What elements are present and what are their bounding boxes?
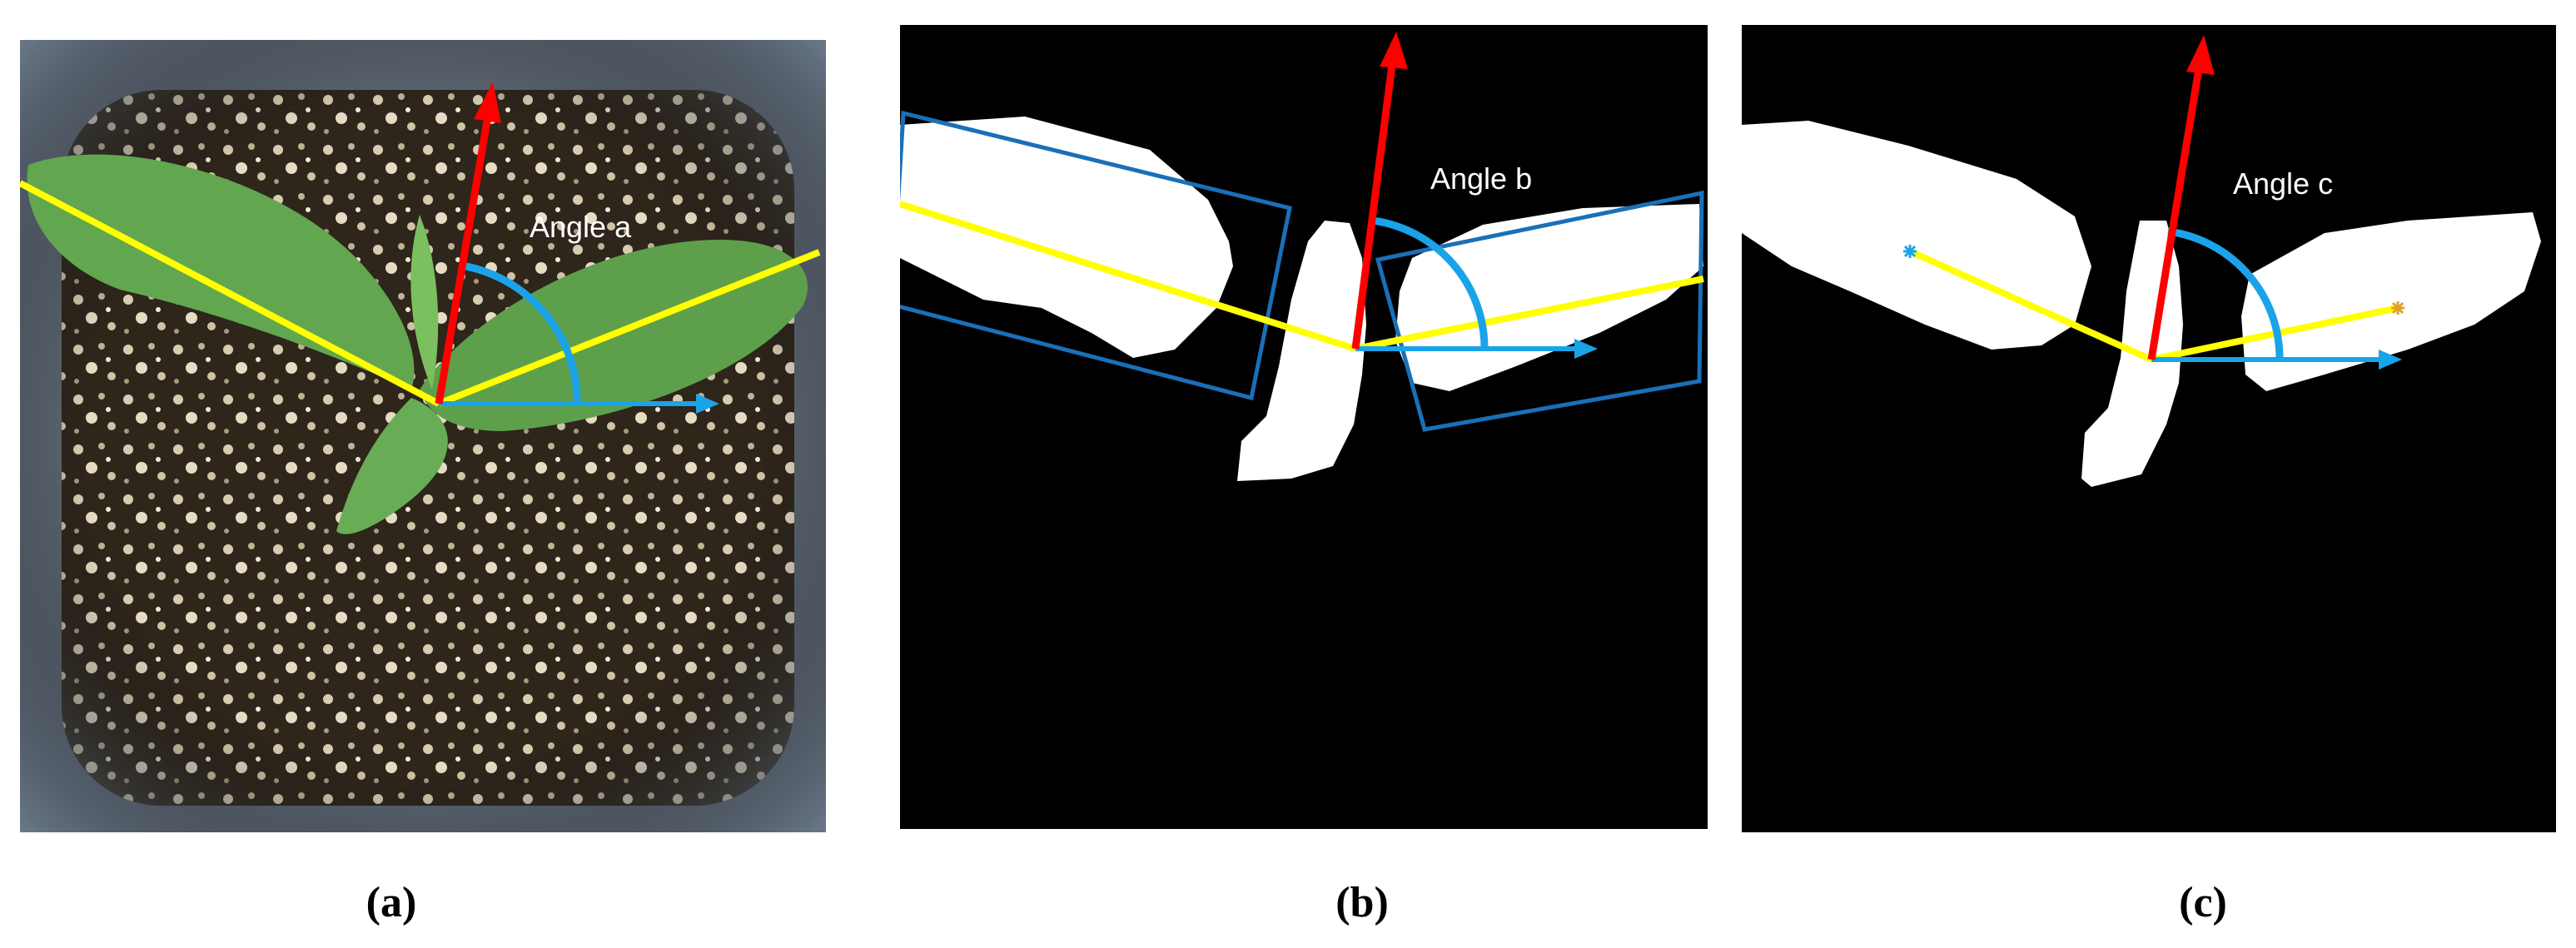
- main-axis-arrowhead: [474, 82, 501, 123]
- left-leaf-line: [1908, 248, 2153, 363]
- panel-a-drawing: [20, 40, 826, 832]
- panel-b-drawing: [900, 25, 1708, 829]
- panel-b-mask-bounding-box: Angle b: [900, 25, 1708, 829]
- left-leaf-line: [900, 201, 1357, 352]
- center-leaf: [410, 215, 439, 390]
- left-leaf-line: [20, 180, 440, 407]
- angle-label-b: Angle b: [1430, 161, 1533, 196]
- angle-arc: [460, 261, 581, 405]
- main-axis-line: [435, 111, 493, 405]
- left-leaf-mask: [900, 117, 1233, 358]
- panel-a-seedling-photo: Angle a: [20, 40, 826, 832]
- panel-c-drawing: [1742, 25, 2556, 832]
- main-axis-line: [1351, 57, 1397, 350]
- center-leaf-mask: [1237, 221, 1366, 481]
- caption-b: (b): [1335, 879, 1389, 926]
- right-leaf-line: [437, 249, 821, 407]
- angle-arc: [2167, 227, 2284, 360]
- left-leaf: [27, 154, 415, 390]
- angle-label-a: Angle a: [530, 210, 632, 244]
- main-axis-arrowhead: [1380, 32, 1408, 69]
- right-bounding-box: [1375, 190, 1704, 432]
- right-leaf-line: [1355, 275, 1704, 352]
- right-leaf-mask: [1395, 204, 1703, 391]
- main-axis-line: [2147, 62, 2204, 360]
- left-bounding-box: [900, 110, 1292, 401]
- left-leaf-tip-marker: [1903, 245, 1917, 258]
- caption-a: (a): [366, 879, 417, 926]
- reference-arrowhead: [696, 394, 719, 414]
- main-axis-arrowhead: [2186, 35, 2215, 75]
- reference-arrowhead: [2379, 350, 2402, 370]
- reference-arrowhead: [1574, 339, 1598, 359]
- angle-label-c: Angle c: [2233, 166, 2334, 201]
- angle-arc: [1372, 216, 1489, 350]
- panel-c-mask-leaf-tips: Angle c: [1742, 25, 2556, 832]
- right-leaf-tip-marker: [2391, 301, 2404, 315]
- right-leaf-mask: [2241, 212, 2541, 391]
- lower-leaf: [336, 398, 448, 534]
- caption-c: (c): [2179, 879, 2227, 926]
